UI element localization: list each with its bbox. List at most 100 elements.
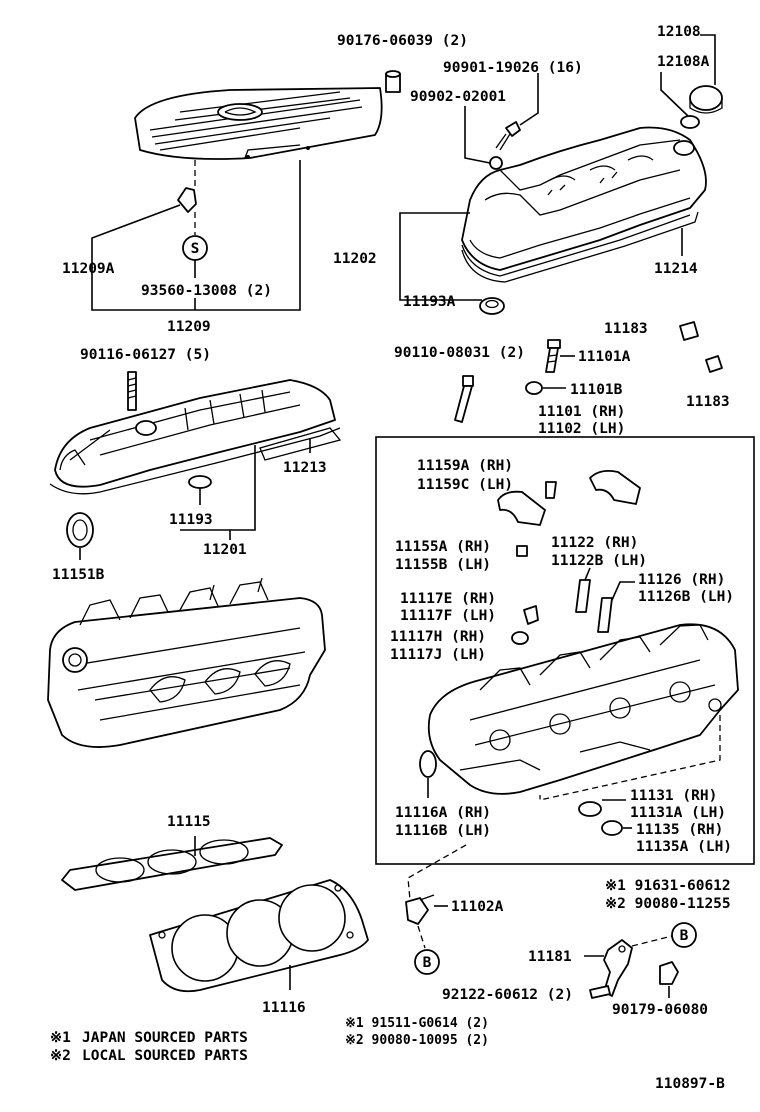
callout-11117j: 11117J (LH) — [390, 647, 486, 663]
cylinder-head-lh-drawing — [47, 577, 326, 748]
callout-90179: 90179-06080 — [612, 1002, 708, 1018]
rh-head-detail-frame — [375, 436, 755, 865]
callout-11122: 11122 (RH) — [551, 535, 638, 551]
callout-11117e: 11117E (RH) — [400, 591, 496, 607]
callout-11159c: 11159C (LH) — [417, 477, 513, 493]
callout-11131: 11131 (RH) — [630, 788, 717, 804]
seal-11131-drawing — [578, 801, 602, 817]
bolt-11101a-drawing — [545, 339, 561, 373]
callout-90080a: ※2 90080-11255 — [605, 896, 731, 912]
callout-11155b: 11155B (LH) — [395, 557, 491, 573]
callout-90080b: ※2 90080-10095 (2) — [345, 1033, 489, 1048]
gasket-11213-drawing — [259, 427, 342, 461]
b-marker-right-circle — [671, 922, 697, 948]
cam-cap-right-drawing — [589, 469, 641, 505]
seal-11151b-drawing — [66, 512, 94, 548]
callout-90902: 90902-02001 — [410, 89, 506, 105]
seal-11193-drawing — [188, 475, 212, 489]
callout-11155a: 11155A (RH) — [395, 539, 491, 555]
part-11155-drawing — [516, 545, 528, 557]
cylinder-head-rh-drawing — [427, 623, 739, 795]
callout-90901: 90901-19026 (16) — [443, 60, 583, 76]
callout-11193a: 11193A — [403, 294, 456, 310]
callout-11135: 11135 (RH) — [636, 822, 723, 838]
callout-11159a: 11159A (RH) — [417, 458, 513, 474]
cover-bracket-drawing — [177, 187, 197, 213]
head-cover-rh-drawing — [461, 126, 707, 277]
callout-11101: 11101 (RH) — [538, 404, 625, 420]
callout-12108a: 12108A — [657, 54, 710, 70]
marker-s: S — [191, 241, 200, 257]
callout-11115: 11115 — [167, 814, 211, 830]
callout-11102a: 11102A — [451, 899, 504, 915]
oil-cap-12108-drawing — [689, 85, 723, 111]
callout-90176: 90176-06039 (2) — [337, 33, 468, 49]
callout-11122b: 11122B (LH) — [551, 553, 647, 569]
cam-bolt-drawing — [545, 481, 557, 499]
washer-11101b-drawing — [525, 381, 543, 395]
callout-90116: 90116-06127 (5) — [80, 347, 211, 363]
callout-11181: 11181 — [528, 949, 572, 965]
callout-93560: 93560-13008 (2) — [141, 283, 272, 299]
callout-11126b: 11126B (LH) — [638, 589, 734, 605]
callout-12108: 12108 — [657, 24, 701, 40]
callout-11183b: 11183 — [686, 394, 730, 410]
marker-b-right: B — [680, 928, 689, 944]
hanger-11102a-drawing — [405, 897, 429, 925]
callout-11201: 11201 — [203, 542, 247, 558]
callout-92122: 92122-60612 (2) — [442, 987, 573, 1003]
gasket-11214-drawing — [461, 211, 699, 283]
guide-11126-drawing — [597, 597, 613, 633]
callout-11117h: 11117H (RH) — [390, 629, 486, 645]
stud-11122-drawing — [575, 579, 591, 613]
callout-11131a: 11131A (LH) — [630, 805, 726, 821]
callout-11116: 11116 — [262, 1000, 306, 1016]
nut-90179-drawing — [659, 961, 679, 985]
callout-11151b: 11151B — [52, 567, 105, 583]
bolt-90110-drawing — [462, 375, 474, 387]
seal-11193a-drawing — [479, 297, 505, 315]
b-marker-left-circle — [414, 949, 440, 975]
callout-11214: 11214 — [654, 261, 698, 277]
plug-11183a-drawing — [679, 321, 699, 341]
head-cover-lh-drawing — [49, 379, 341, 495]
seal-11116a-drawing — [419, 750, 437, 778]
bolt-90901-drawing — [505, 121, 521, 137]
callout-11101a: 11101A — [578, 349, 631, 365]
callout-11116b: 11116B (LH) — [395, 823, 491, 839]
footnote-1-mark: ※1 — [50, 1030, 71, 1046]
gasket-11116-drawing — [149, 879, 369, 993]
footnote-2-mark: ※2 — [50, 1048, 71, 1064]
callout-11213: 11213 — [283, 460, 327, 476]
callout-11202: 11202 — [333, 251, 377, 267]
footnote-2-text: LOCAL SOURCED PARTS — [82, 1048, 248, 1064]
diagram-id: 110897-B — [655, 1076, 725, 1092]
seal-11135-drawing — [601, 820, 623, 836]
footnote-1-text: JAPAN SOURCED PARTS — [82, 1030, 248, 1046]
engine-cover-drawing — [134, 87, 383, 160]
plug-11117e-drawing — [523, 605, 539, 625]
callout-11102: 11102 (LH) — [538, 421, 625, 437]
bracket-11181-drawing — [603, 939, 633, 997]
callout-11101b: 11101B — [570, 382, 623, 398]
callout-90110: 90110-08031 (2) — [394, 345, 525, 361]
callout-11135a: 11135A (LH) — [636, 839, 732, 855]
callout-91511: ※1 91511-G0614 (2) — [345, 1016, 489, 1031]
grommet-90902-drawing — [489, 156, 503, 170]
bolt-92122-drawing — [589, 985, 611, 999]
callout-11209a: 11209A — [62, 261, 115, 277]
cam-cap-left-drawing — [497, 490, 546, 526]
gasket-11115-drawing — [61, 837, 283, 891]
callout-11126: 11126 (RH) — [638, 572, 725, 588]
callout-11117f: 11117F (LH) — [400, 608, 496, 624]
plug-11117h-drawing — [511, 631, 529, 645]
callout-11116a: 11116A (RH) — [395, 805, 491, 821]
plug-11183b-drawing — [705, 355, 723, 373]
callout-11209: 11209 — [167, 319, 211, 335]
oil-cap-gasket-12108a-drawing — [680, 115, 700, 129]
callout-11193: 11193 — [169, 512, 213, 528]
callout-11183a: 11183 — [604, 321, 648, 337]
marker-b-left: B — [423, 955, 432, 971]
callout-91631: ※1 91631-60612 — [605, 878, 731, 894]
